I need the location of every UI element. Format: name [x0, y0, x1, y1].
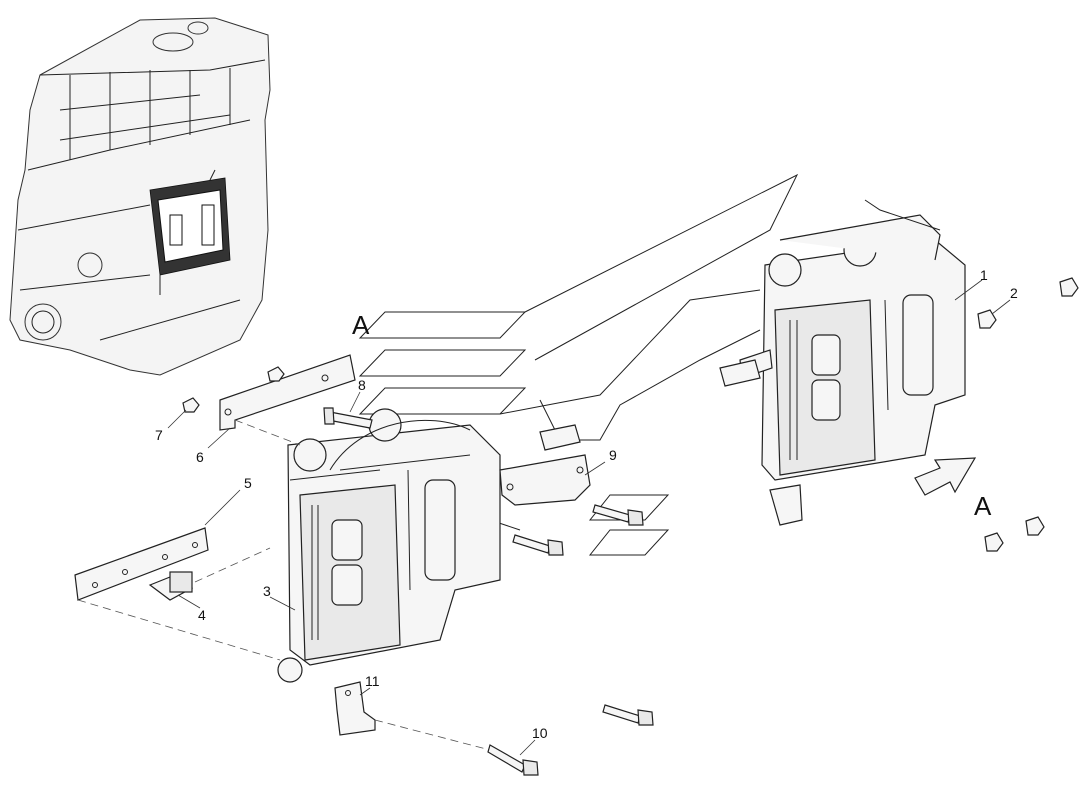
bracket-part-6	[219, 354, 356, 446]
callout-11: 11	[365, 673, 380, 689]
callout-9: 9	[609, 447, 617, 463]
callout-1: 1	[980, 267, 988, 283]
engine-block-illustration	[9, 17, 271, 376]
view-direction-arrow	[914, 457, 977, 496]
callout-3: 3	[263, 583, 271, 599]
leader-lines	[167, 279, 1011, 756]
callout-10: 10	[532, 725, 548, 741]
callout-6: 6	[196, 449, 204, 465]
ecu-part-1	[739, 199, 966, 526]
callout-2: 2	[1010, 285, 1018, 301]
ecu-part-3	[277, 408, 501, 683]
bracket-part-5	[74, 527, 281, 661]
bolt-part-8	[323, 407, 373, 429]
callout-7: 7	[155, 427, 163, 443]
bracket-part-9	[499, 454, 591, 506]
callout-8: 8	[358, 377, 366, 393]
callout-labels: 1 2 3 4 5 6 7 8 9 10 11	[155, 267, 1018, 741]
sensor-assembled	[539, 359, 761, 451]
bracket-part-11	[334, 681, 491, 751]
callout-5: 5	[244, 475, 252, 491]
callout-4: 4	[198, 607, 206, 623]
view-label-a-left: A	[352, 310, 370, 340]
screw-part-2	[977, 277, 1079, 552]
nut-part-7	[182, 366, 285, 413]
ecu-on-engine	[149, 169, 231, 295]
bolt-part-10	[487, 504, 654, 776]
view-label-a-right: A	[974, 491, 992, 521]
sensor-part-4	[148, 547, 271, 601]
